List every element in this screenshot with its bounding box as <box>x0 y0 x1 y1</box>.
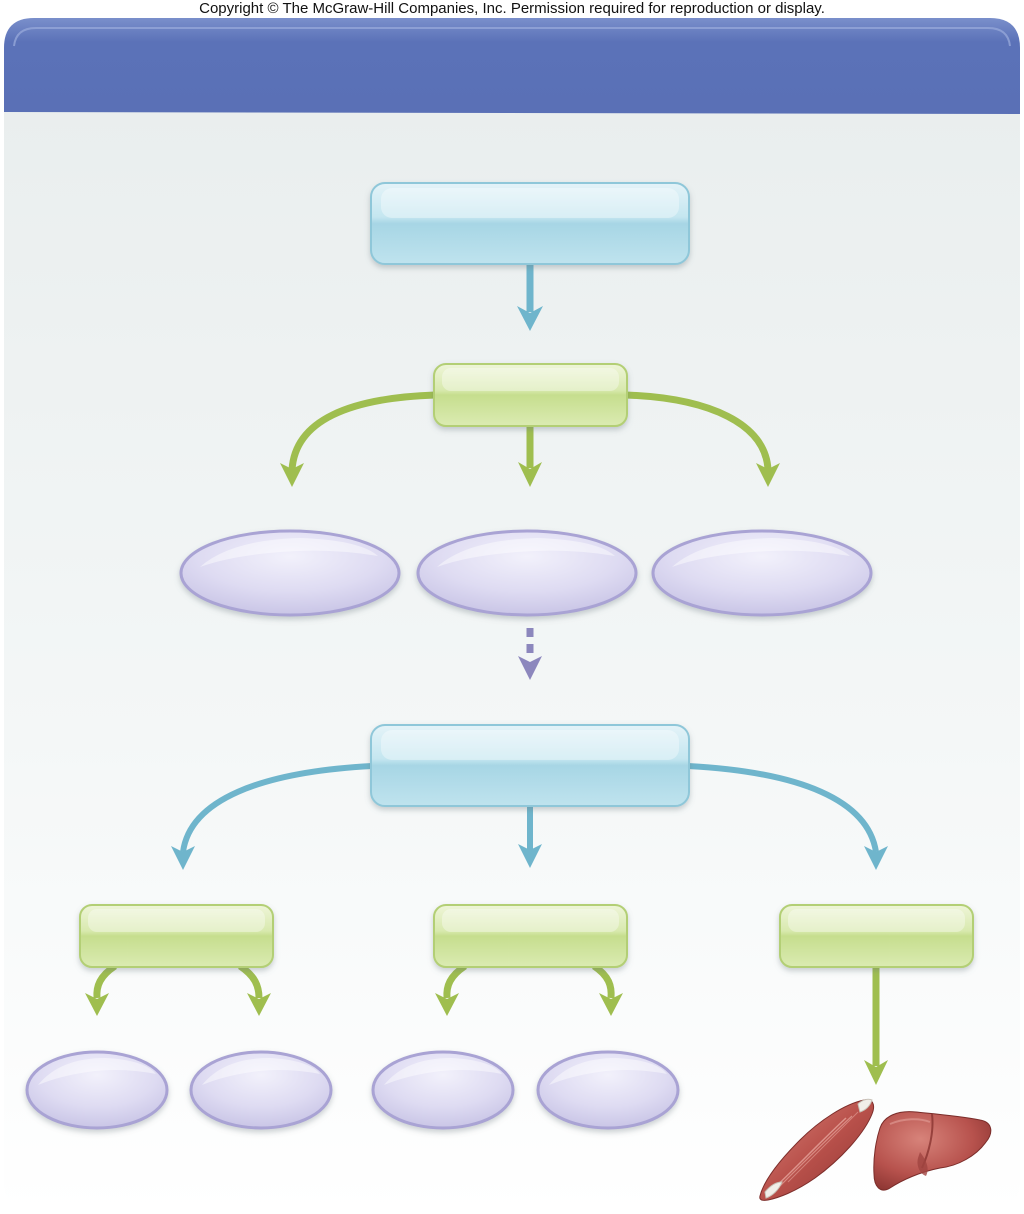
arrow-green-left <box>280 391 436 487</box>
box-upper-green <box>433 363 628 427</box>
box-lower-green-left <box>79 904 274 968</box>
ellipse-small-4 <box>536 1050 680 1130</box>
ellipse-center <box>416 529 638 617</box>
arrow-top-down <box>517 264 543 331</box>
nodes <box>25 182 974 1130</box>
arrow-blue-center <box>518 806 542 868</box>
arrow-blue-left <box>171 763 373 870</box>
arrow-green-right <box>625 391 780 487</box>
liver-icon <box>873 1111 992 1191</box>
arrow-green-mr <box>591 963 623 1016</box>
ellipse-right <box>651 529 873 617</box>
arrow-green-center <box>518 426 542 487</box>
arrow-blue-right <box>687 763 888 870</box>
muscle-icon <box>759 1098 875 1201</box>
arrow-green-right-down <box>864 966 888 1085</box>
box-top-blue <box>370 182 690 265</box>
ellipse-small-1 <box>25 1050 169 1130</box>
arrow-green-ll <box>85 963 118 1016</box>
arrows <box>85 264 888 1085</box>
arrow-dotted-purple <box>518 628 542 680</box>
box-lower-green-right <box>779 904 974 968</box>
arrow-green-ml <box>435 963 468 1016</box>
header-bar <box>4 18 1020 114</box>
box-lower-green-middle <box>433 904 628 968</box>
ellipse-small-3 <box>371 1050 515 1130</box>
box-middle-blue <box>370 724 690 807</box>
ellipse-small-2 <box>189 1050 333 1130</box>
copyright-notice: Copyright © The McGraw-Hill Companies, I… <box>199 0 825 17</box>
arrow-green-lr <box>237 963 271 1016</box>
ellipse-left <box>179 529 401 617</box>
